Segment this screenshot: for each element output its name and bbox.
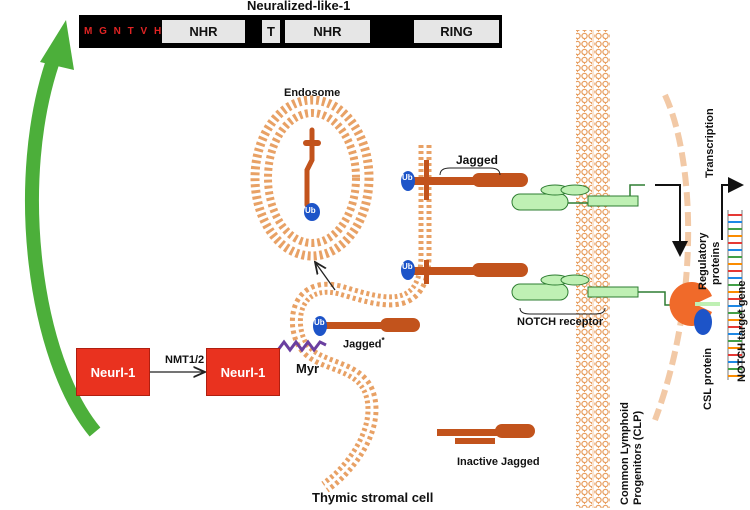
stromal-membrane: [289, 145, 432, 493]
csl-blue: [694, 309, 712, 335]
notch-receptor-label: NOTCH receptor: [517, 316, 604, 328]
clp-label-line1: Common Lymphoid: [619, 402, 631, 505]
inactive-jagged-label: Inactive Jagged: [457, 456, 540, 468]
jagged-brace: [439, 167, 501, 176]
jagged-top-label: Jagged: [456, 153, 499, 167]
domain-nhr-2: NHR: [285, 20, 370, 43]
jagged-star-protein: [325, 318, 420, 332]
notch-brace: [519, 307, 606, 315]
ub-endosome: [304, 203, 320, 221]
domain-t: T: [262, 20, 280, 43]
domain-bar: M G N T V H R NHR T NHR RING: [79, 15, 502, 48]
stromal-cell-label: Thymic stromal cell: [312, 490, 434, 505]
domain-nhr-1: NHR: [162, 20, 245, 43]
notch-receptor-middle: [511, 274, 690, 306]
ub-label-top: Ub: [402, 173, 413, 182]
clp-label-line2: Progenitors (CLP): [632, 410, 644, 505]
endocytosis-arrow: [315, 262, 336, 291]
ub-jagged-middle: [401, 260, 415, 280]
jagged-star-label: Jagged*: [343, 336, 385, 351]
n-terminal-sequence: M G N T V H R: [84, 26, 178, 37]
ub-label-star: Ub: [314, 318, 325, 327]
ub-jagged-top: [401, 171, 415, 191]
nmt-label: NMT1/2: [165, 354, 205, 366]
inactive-jagged-protein: [437, 424, 535, 444]
endosome-label: Endosome: [284, 87, 341, 99]
csl-protein-label: CSL protein: [702, 347, 714, 410]
target-gene-label: NOTCH target gene: [736, 280, 748, 382]
domain-ring: RING: [414, 20, 499, 43]
target-gene-dna: [727, 210, 743, 380]
jagged-middle-protein: [412, 260, 528, 284]
neurl1-box-myristoylated: Neurl-1: [206, 348, 280, 396]
ub-label-endosome: Ub: [305, 206, 316, 215]
jagged-top-protein: [412, 160, 528, 200]
green-curved-arrow: [25, 52, 101, 437]
transcription-label: Transcription: [704, 108, 716, 178]
ub-jagged-star: [313, 316, 327, 336]
myr-label: Myr: [296, 361, 320, 376]
regulatory-label-line1: Regulatory: [697, 232, 709, 290]
ub-label-middle: Ub: [402, 262, 413, 271]
green-arrowhead: [40, 20, 74, 70]
myr-anchor: [276, 339, 327, 353]
notch-receptor-top: [511, 184, 645, 211]
endosome-inner: [264, 109, 360, 247]
transcription-arrow: [721, 177, 744, 240]
nuclear-membrane: [652, 93, 692, 422]
regulatory-label-line2: proteins: [710, 241, 722, 285]
neurl1-box-unmodified: Neurl-1: [76, 348, 150, 396]
endosome-outer: [250, 95, 374, 261]
neurl1-title: Neuralized-like-1: [247, 0, 351, 13]
nicd-arrow: [655, 184, 688, 257]
